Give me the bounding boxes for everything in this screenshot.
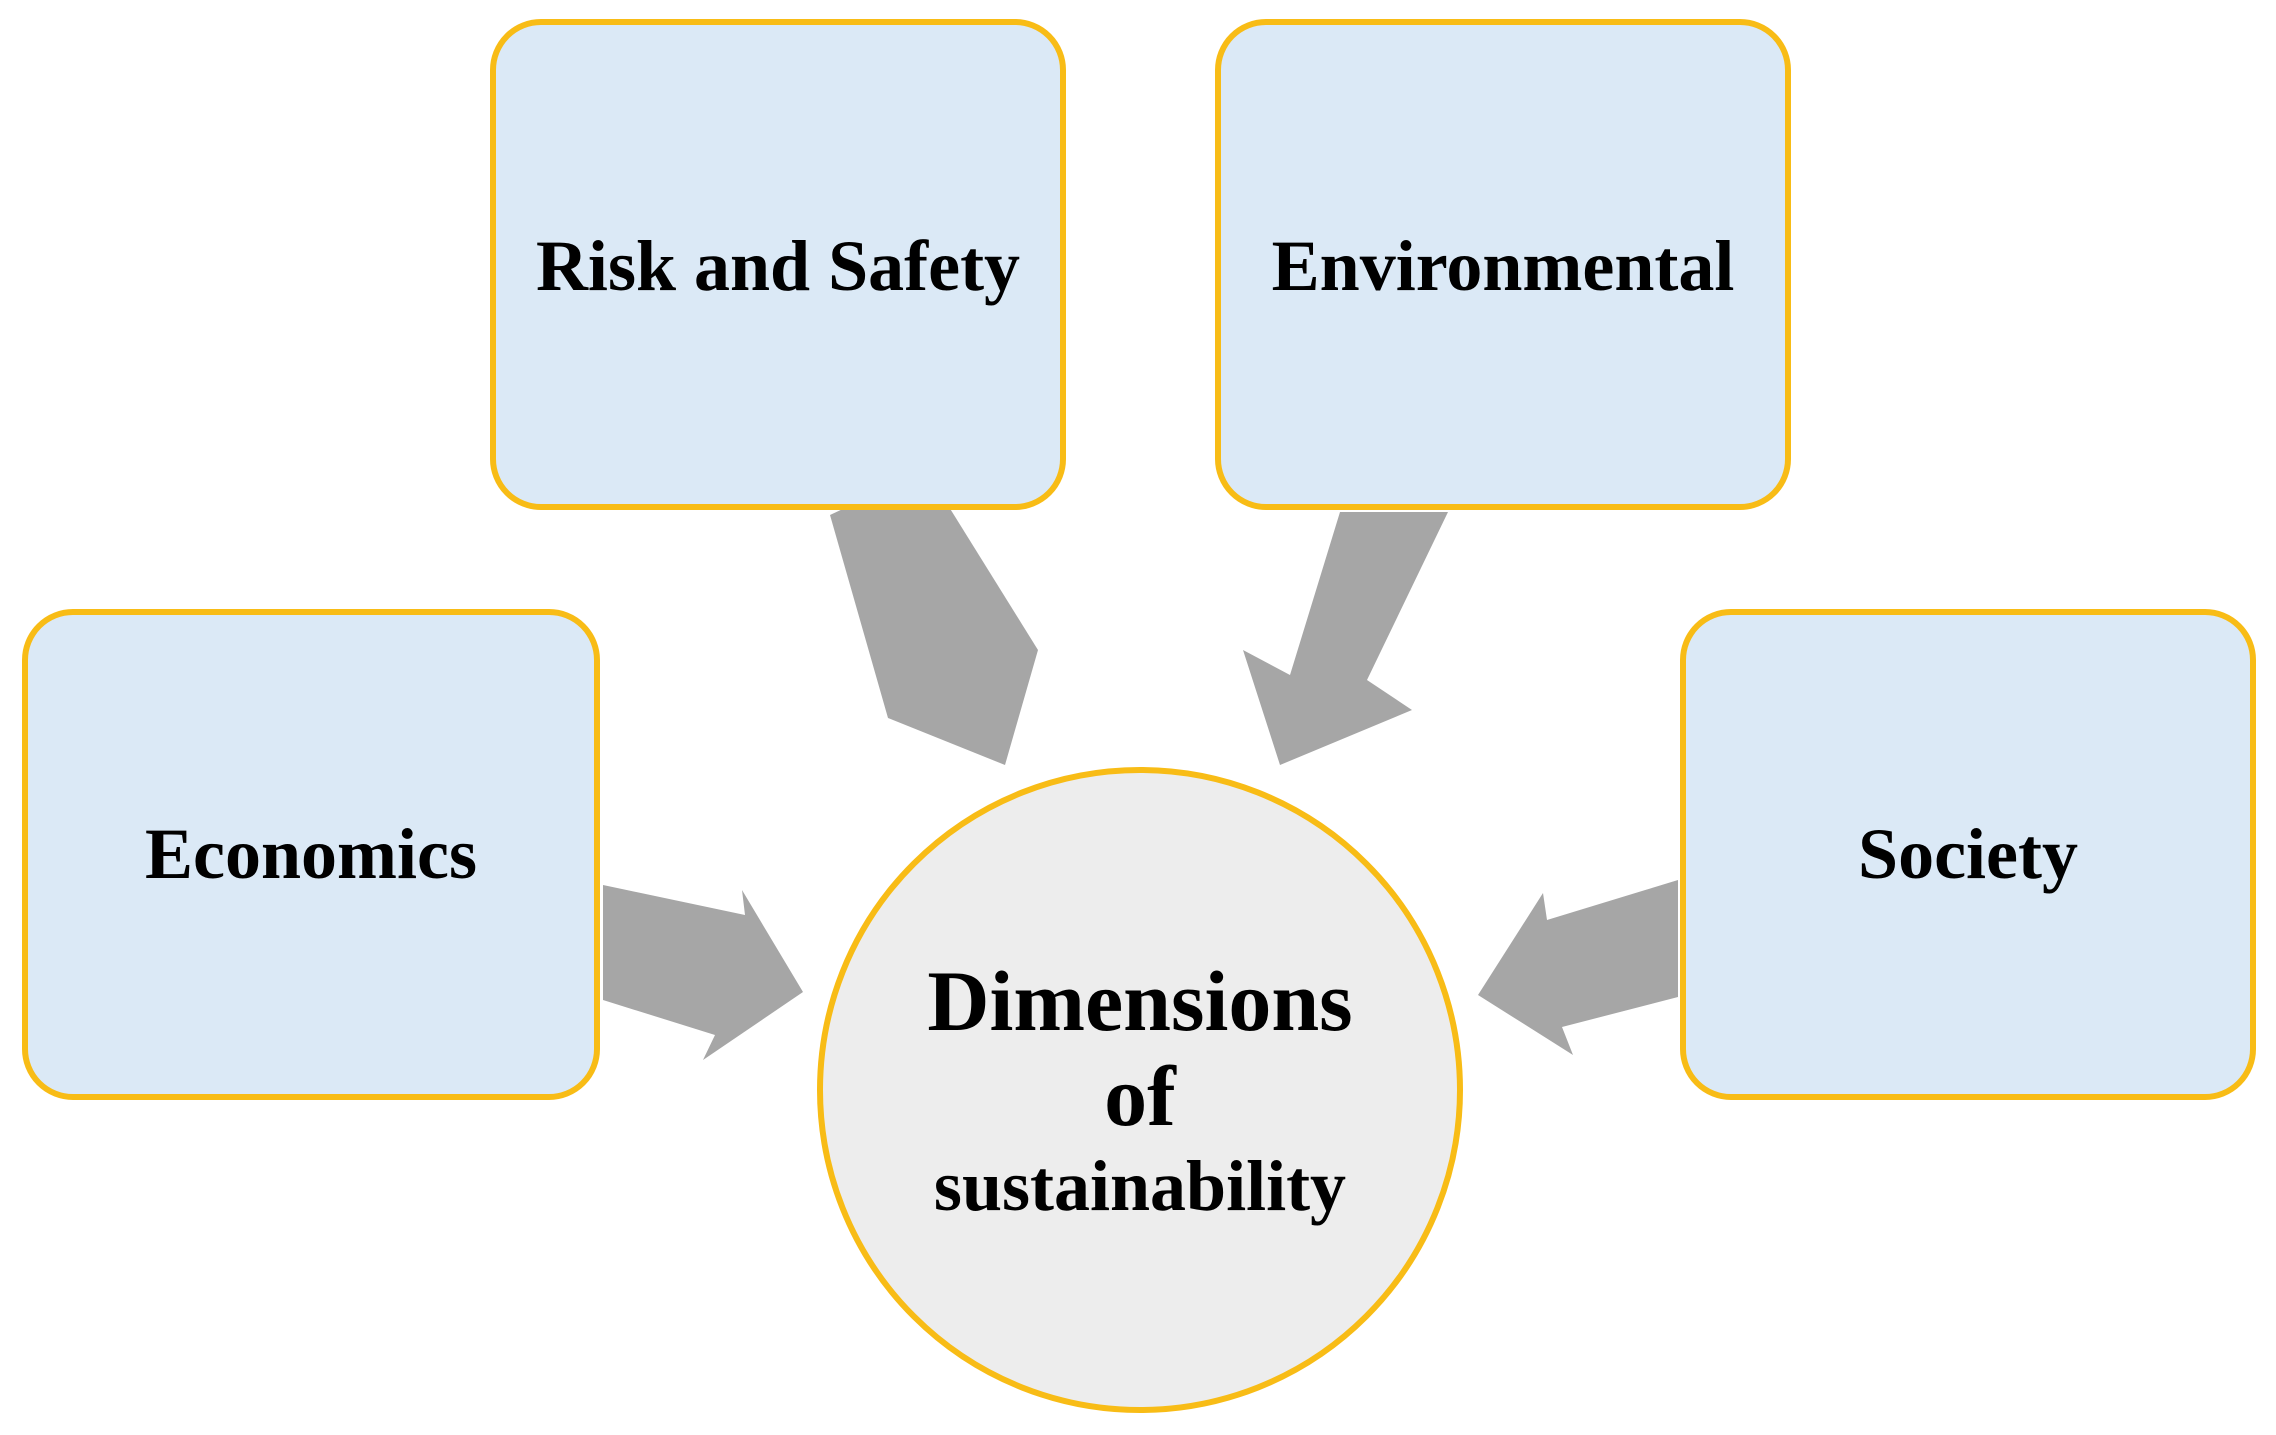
center-label-line2: of — [1104, 1048, 1177, 1144]
economics-label: Economics — [145, 814, 477, 894]
center-label-line3: sustainability — [934, 1146, 1346, 1226]
environmental-label: Environmental — [1272, 226, 1735, 306]
center-circle — [817, 767, 1463, 1413]
economics-node: Economics — [22, 609, 600, 1100]
risk-safety-node: Risk and Safety — [490, 19, 1066, 510]
center-label-line1: Dimensions — [927, 953, 1352, 1049]
environmental-node: Environmental — [1215, 19, 1791, 510]
arrow-risk-to-center — [830, 470, 1038, 765]
society-node: Society — [1680, 609, 2256, 1100]
economics-box — [22, 609, 600, 1100]
society-box — [1680, 609, 2256, 1100]
risk-safety-box — [490, 19, 1066, 510]
center-node: Dimensions of sustainability — [817, 767, 1463, 1413]
environmental-box — [1215, 19, 1791, 510]
arrow-economics-to-center — [603, 885, 803, 1060]
society-label: Society — [1858, 814, 2078, 894]
arrow-society-to-center — [1478, 880, 1678, 1055]
arrow-environmental-to-center — [1243, 512, 1448, 765]
risk-safety-label: Risk and Safety — [536, 226, 1020, 306]
